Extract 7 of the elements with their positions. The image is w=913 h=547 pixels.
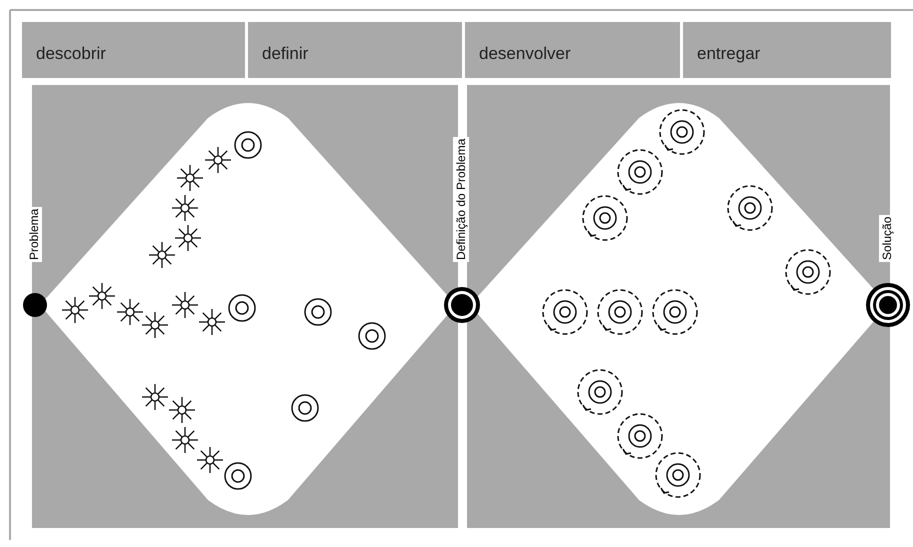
phase-band: descobrir [22,22,245,78]
vertical-label: Solução [879,214,895,262]
phase-band: entregar [683,22,891,78]
vertical-label: Definição do Problema [453,136,469,262]
phase-band: definir [248,22,462,78]
phase-band: desenvolver [465,22,680,78]
vertical-label: Problema [26,206,42,262]
